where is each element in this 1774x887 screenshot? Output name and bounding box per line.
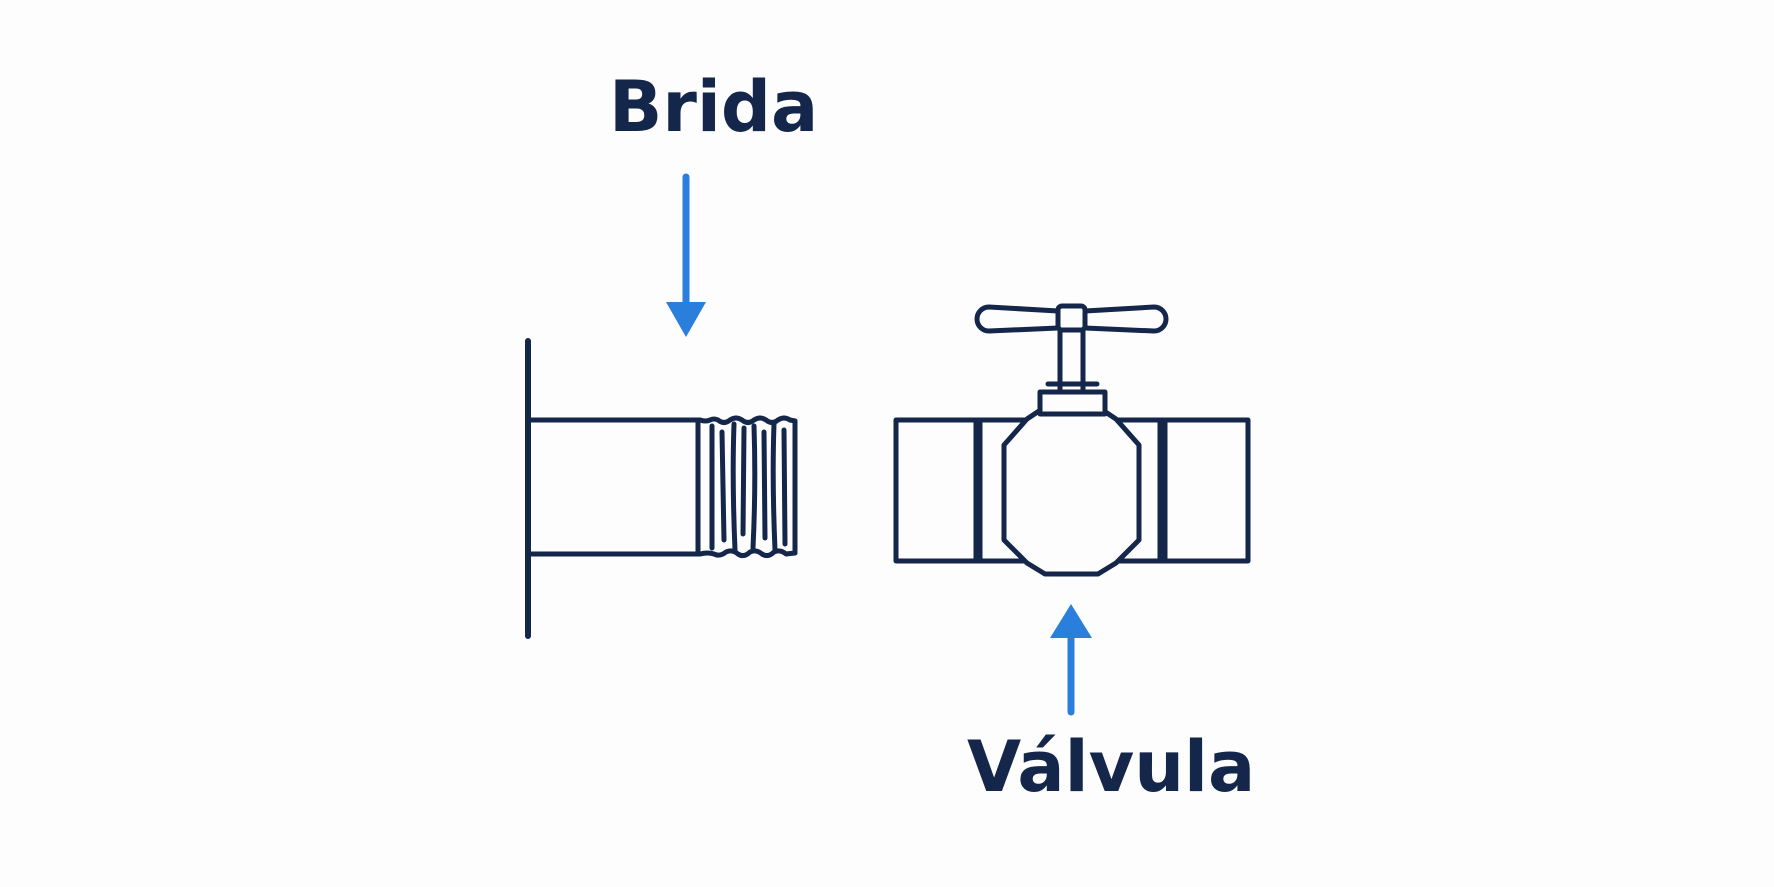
- valve-arrow-head: [1050, 604, 1092, 638]
- valve-handle-hub: [1055, 303, 1088, 333]
- valve-label: Válvula: [967, 726, 1256, 808]
- arrow-icon-flange: [666, 173, 706, 337]
- arrow-icon-valve: [1050, 604, 1092, 716]
- valve-body: [1001, 404, 1142, 577]
- flange-label: Brida: [609, 66, 819, 148]
- thread-bottom: [697, 548, 798, 559]
- valve-bonnet: [1037, 389, 1108, 417]
- valve-handle: [974, 304, 1169, 334]
- gate-valve-icon: [893, 303, 1251, 577]
- thread-top: [697, 415, 798, 425]
- flanged-pipe-icon: [525, 338, 798, 639]
- flange-arrow-head: [666, 302, 706, 337]
- thread-lines: [709, 421, 788, 553]
